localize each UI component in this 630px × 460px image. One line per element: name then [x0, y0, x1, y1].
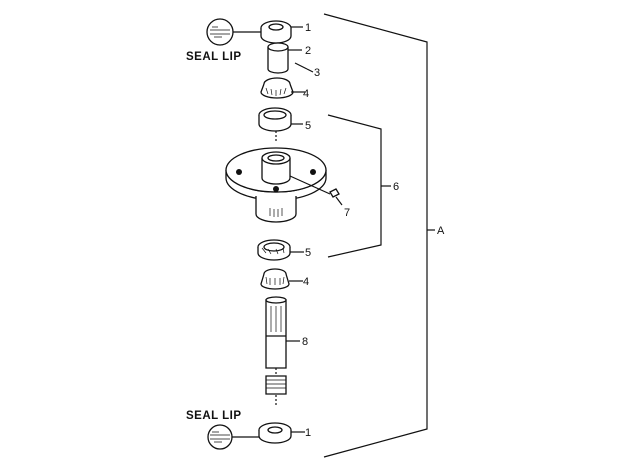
- callout-2: 2: [305, 45, 311, 57]
- callout-1-top: 1: [305, 22, 311, 34]
- spacer-tube: [267, 42, 289, 74]
- seal-lip-detail-top: [206, 18, 263, 46]
- bracket-6: [327, 114, 382, 258]
- spindle-shaft: [265, 296, 287, 395]
- seal-lip-label-bottom: SEAL LIP: [186, 410, 242, 422]
- callout-1-bottom: 1: [305, 427, 311, 439]
- seal-top: [260, 20, 292, 44]
- bearing-cup-top: [258, 107, 292, 132]
- callout-8: 8: [302, 336, 308, 348]
- callout-a: A: [437, 225, 445, 237]
- bearing-cone-top: [260, 77, 294, 99]
- callout-4-top: 4: [303, 88, 309, 100]
- callout-4-bottom: 4: [303, 276, 309, 288]
- bracket-a: [323, 13, 428, 458]
- grease-fitting: [294, 62, 308, 70]
- housing-fitting: [289, 175, 343, 206]
- callout-5-top: 5: [305, 120, 311, 132]
- seal-bottom: [258, 422, 292, 444]
- callout-5-bottom: 5: [305, 247, 311, 259]
- bearing-cone-bottom: [260, 268, 290, 290]
- seal-lip-detail-bottom: [207, 424, 260, 450]
- bearing-cup-bottom: [257, 239, 291, 261]
- callout-7: 7: [344, 207, 350, 219]
- seal-lip-label-top: SEAL LIP: [186, 51, 242, 63]
- callout-3: 3: [314, 67, 320, 79]
- callout-6: 6: [393, 181, 399, 193]
